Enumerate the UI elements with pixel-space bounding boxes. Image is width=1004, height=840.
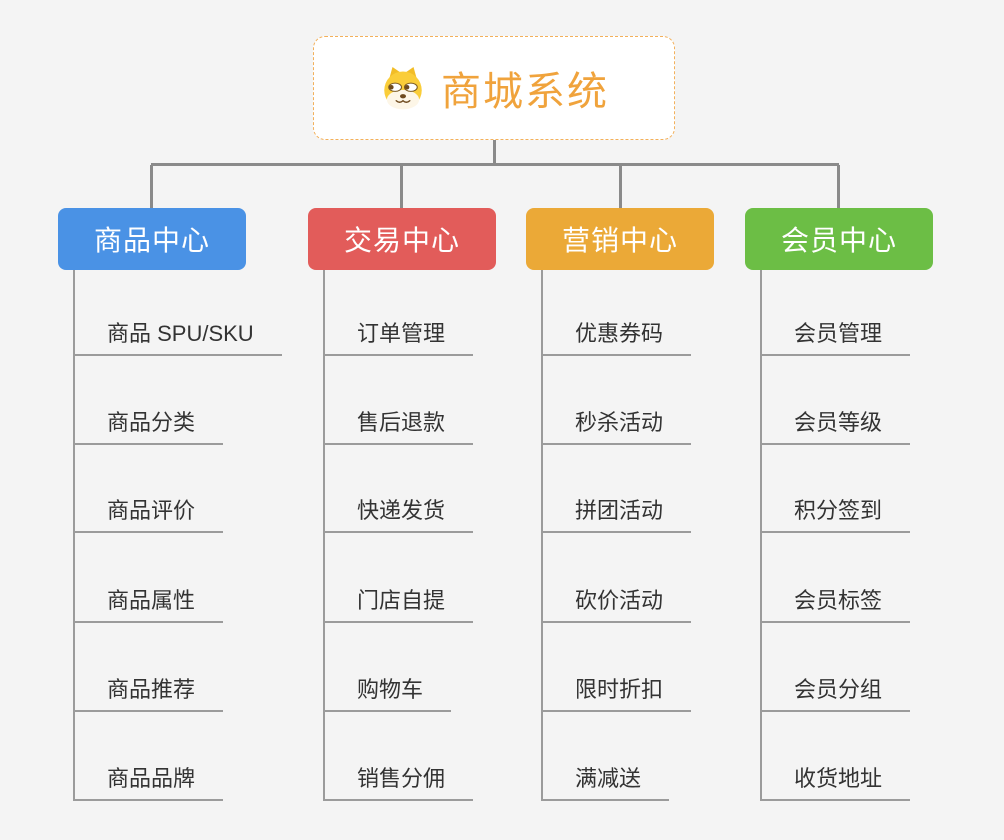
- child-node[interactable]: 会员分组: [760, 677, 911, 712]
- child-node[interactable]: 商品评价: [73, 498, 224, 533]
- child-node[interactable]: 商品推荐: [73, 677, 224, 712]
- child-node[interactable]: 订单管理: [323, 321, 474, 356]
- child-node[interactable]: 快递发货: [323, 498, 474, 533]
- connector-root-down: [493, 140, 496, 164]
- child-node[interactable]: 商品分类: [73, 410, 224, 445]
- branch-label: 营销中心: [561, 225, 678, 256]
- child-node[interactable]: 商品 SPU/SKU: [73, 321, 282, 356]
- connector-trunk: [323, 270, 325, 801]
- child-node[interactable]: 优惠券码: [541, 321, 692, 356]
- branch-node-marketing-center[interactable]: 营销中心: [526, 208, 714, 270]
- branch-node-trade-center[interactable]: 交易中心: [308, 208, 496, 270]
- connector-stub: [619, 165, 622, 209]
- branch-node-product-center[interactable]: 商品中心: [58, 208, 246, 270]
- child-node[interactable]: 砍价活动: [541, 588, 692, 623]
- child-node[interactable]: 商品属性: [73, 588, 224, 623]
- connector-stub: [837, 165, 840, 209]
- child-node[interactable]: 销售分佣: [323, 766, 474, 801]
- doge-icon: [379, 64, 427, 112]
- child-node[interactable]: 会员等级: [760, 410, 911, 445]
- root-label: 商城系统: [441, 70, 609, 114]
- connector-stub: [150, 165, 153, 209]
- child-node[interactable]: 会员标签: [760, 588, 911, 623]
- child-node[interactable]: 售后退款: [323, 410, 474, 445]
- branch-node-member-center[interactable]: 会员中心: [745, 208, 933, 270]
- branch-label: 商品中心: [93, 225, 210, 256]
- connector-trunk: [541, 270, 543, 801]
- child-node[interactable]: 满减送: [541, 766, 670, 801]
- connector-trunk: [73, 270, 75, 801]
- child-node[interactable]: 秒杀活动: [541, 410, 692, 445]
- child-node[interactable]: 限时折扣: [541, 677, 692, 712]
- connector-horizontal: [151, 163, 839, 166]
- connector-trunk: [760, 270, 762, 801]
- child-node[interactable]: 积分签到: [760, 498, 911, 533]
- branch-label: 会员中心: [780, 225, 897, 256]
- child-node[interactable]: 收货地址: [760, 766, 911, 801]
- child-node[interactable]: 会员管理: [760, 321, 911, 356]
- connector-stub: [400, 165, 403, 209]
- child-node[interactable]: 商品品牌: [73, 766, 224, 801]
- branch-label: 交易中心: [343, 225, 460, 256]
- child-node[interactable]: 拼团活动: [541, 498, 692, 533]
- root-node[interactable]: 商城系统: [313, 36, 675, 140]
- child-node[interactable]: 门店自提: [323, 588, 474, 623]
- child-node[interactable]: 购物车: [323, 677, 452, 712]
